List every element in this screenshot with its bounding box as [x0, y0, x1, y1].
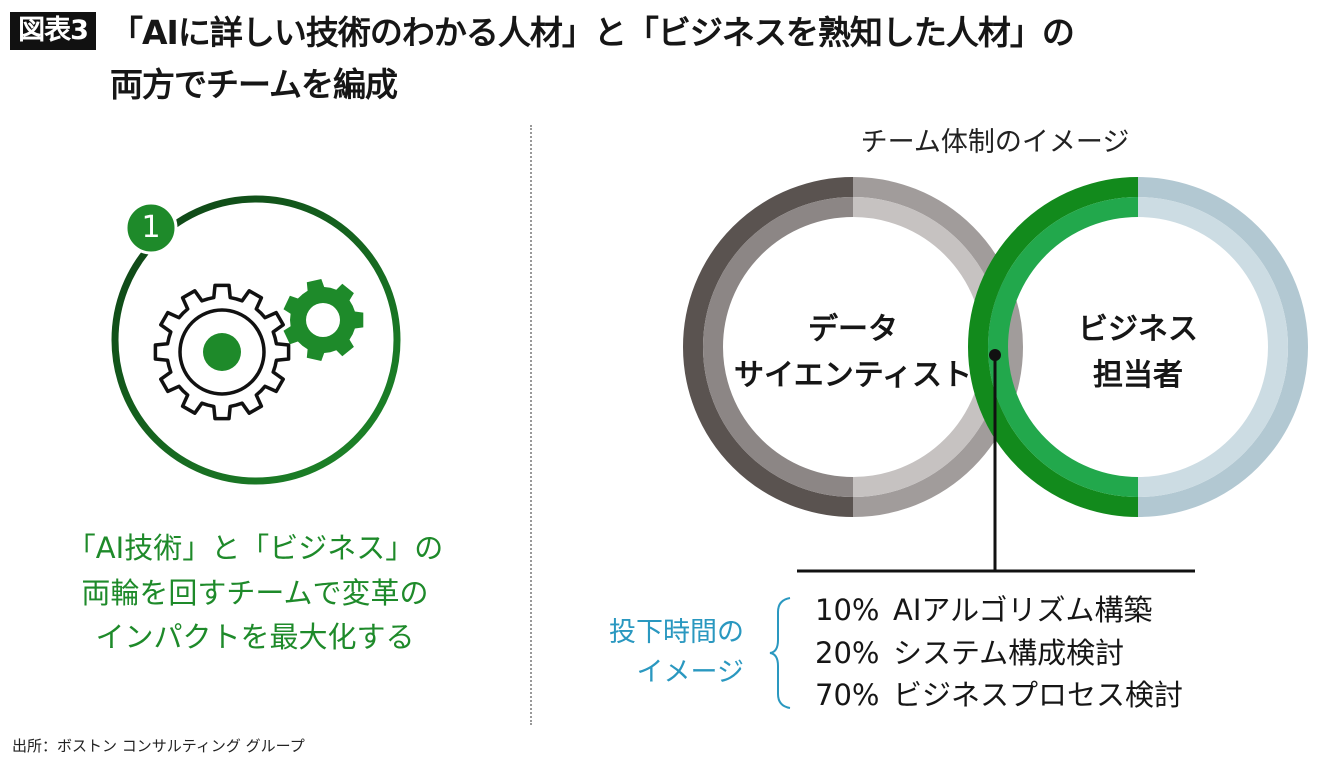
- caption-line-2: 両輪を回すチームで変革の: [81, 576, 429, 610]
- percent: 70%: [815, 678, 880, 712]
- label-line: ビジネス: [1078, 312, 1198, 347]
- divider: [530, 125, 532, 725]
- source-note: 出所：ボストン コンサルティング グループ: [12, 737, 305, 755]
- icon-circle: [111, 195, 401, 485]
- caption-line-3: インパクトを最大化する: [95, 620, 415, 654]
- data-scientist-label: データ サイエンティスト: [733, 307, 973, 399]
- label-line: データ: [808, 312, 898, 347]
- gear-large-icon: [153, 283, 291, 421]
- allocation-item: 70% ビジネスプロセス検討: [815, 672, 1183, 714]
- title-line-1: 「AIに詳しい技術のわかる人材」と「ビジネスを熟知した人材」の: [110, 13, 1075, 52]
- number-badge: [124, 201, 178, 255]
- brace-icon: [769, 597, 791, 709]
- percent: 20%: [815, 636, 880, 670]
- allocation-label-2: イメージ: [636, 657, 744, 688]
- task: ビジネスプロセス検討: [893, 678, 1184, 712]
- allocation-item: 20% システム構成検討: [815, 630, 1124, 672]
- title-line-2: 両方でチームを編成: [110, 65, 398, 104]
- label-line: 担当者: [1093, 358, 1183, 393]
- overlap-pointer: [797, 349, 1195, 573]
- task: AIアルゴリズム構築: [893, 593, 1153, 627]
- business-label: ビジネス 担当者: [1038, 307, 1238, 399]
- label-line: サイエンティスト: [734, 358, 972, 393]
- task: システム構成検討: [893, 636, 1125, 670]
- percent: 10%: [815, 593, 880, 627]
- gear-small-icon: [283, 279, 364, 361]
- team-subtitle: チーム体制のイメージ: [860, 127, 1130, 158]
- allocation-label-1: 投下時間の: [609, 617, 744, 648]
- business-ring: [968, 177, 1308, 517]
- figure-label: 図表3: [10, 12, 96, 50]
- allocation-item: 10% AIアルゴリズム構築: [815, 587, 1153, 629]
- badge-number: 1: [141, 210, 161, 245]
- caption-line-1: 「AI技術」と「ビジネス」の: [66, 531, 444, 565]
